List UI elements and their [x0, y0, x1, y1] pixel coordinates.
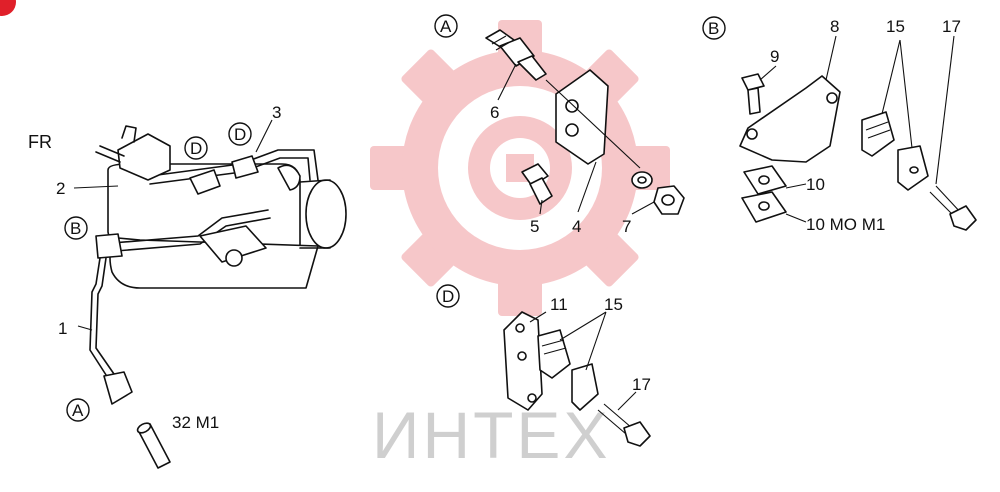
label-6: 6	[490, 103, 499, 122]
watermark-gear-logo	[370, 20, 670, 316]
svg-text:A: A	[440, 17, 452, 36]
label-2: 2	[56, 179, 65, 198]
pump-assembly-drawing	[73, 119, 347, 469]
label-9: 9	[770, 47, 779, 66]
label-4: 4	[572, 217, 581, 236]
watermark-text: ИНТЕХ	[372, 398, 610, 472]
marker-b-left: B	[64, 216, 88, 240]
label-fr: FR	[28, 132, 52, 152]
marker-d-left: D	[184, 136, 208, 160]
label-32: 32 M1	[172, 413, 219, 432]
label-10: 10	[806, 175, 825, 194]
label-5: 5	[530, 217, 539, 236]
detail-d-drawing	[503, 311, 651, 447]
detail-a-drawing	[485, 29, 685, 215]
svg-text:A: A	[72, 401, 84, 420]
marker-d-bottom: D	[436, 284, 460, 308]
label-10-mo-m1: 10 MO M1	[806, 215, 885, 234]
marker-b-top: B	[702, 16, 726, 40]
label-17-b: 17	[942, 17, 961, 36]
marker-a-top: A	[434, 14, 458, 38]
label-11: 11	[550, 295, 568, 314]
svg-text:D: D	[234, 125, 246, 144]
label-3: 3	[272, 103, 281, 122]
svg-text:B: B	[70, 219, 81, 238]
label-8: 8	[830, 17, 839, 36]
corner-badge	[0, 0, 16, 16]
label-7: 7	[622, 217, 631, 236]
label-1: 1	[58, 319, 67, 338]
label-17-d: 17	[632, 375, 651, 394]
svg-text:B: B	[708, 19, 719, 38]
marker-d-right: D	[228, 122, 252, 146]
svg-text:D: D	[442, 287, 454, 306]
label-15-b: 15	[886, 17, 905, 36]
svg-text:D: D	[190, 139, 202, 158]
marker-a-bottom: A	[66, 398, 90, 422]
label-15-d: 15	[604, 295, 623, 314]
detail-b-drawing	[739, 35, 977, 231]
